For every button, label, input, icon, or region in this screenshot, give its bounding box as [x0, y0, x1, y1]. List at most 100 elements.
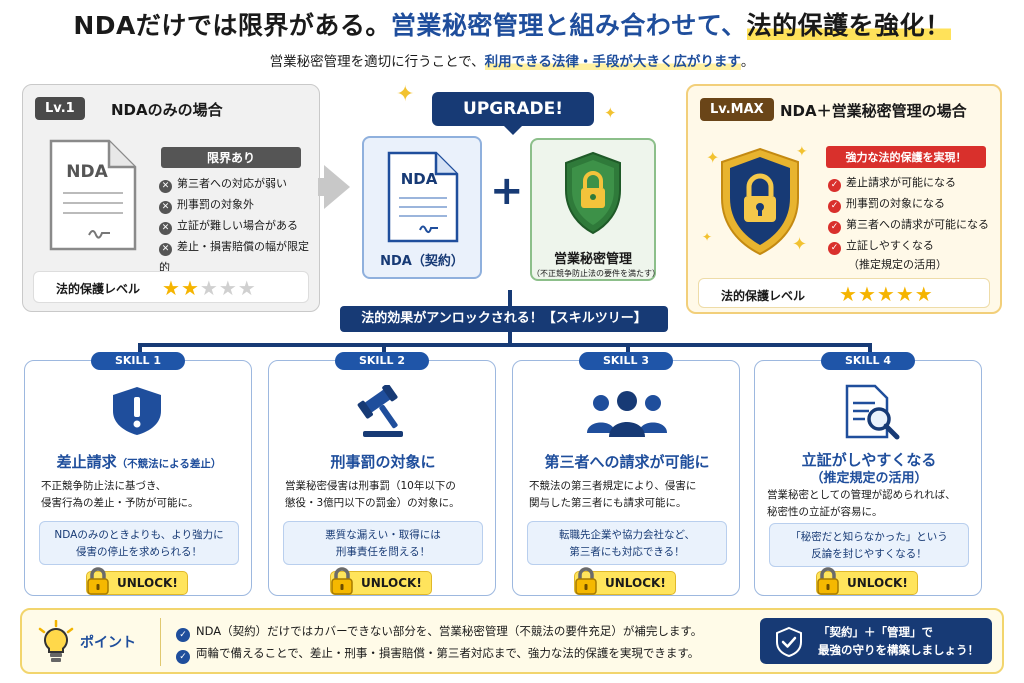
plus-icon: + — [490, 168, 524, 214]
tree-line-spacer — [418, 252, 422, 308]
point-line-1: ✓NDA（契約）だけではカバーできない部分を、営業秘密管理（不競法の要件充足）が… — [176, 623, 702, 642]
title-part2: 営業秘密管理と組み合わせて、 — [390, 11, 747, 40]
limit-tag: 限界あり — [161, 147, 301, 168]
right-arrow-icon — [324, 165, 350, 209]
document-icon: NDA — [387, 151, 459, 243]
cta-line-1: 「契約」＋「管理」で — [818, 625, 933, 639]
list-item: ✓刑事罰の対象になる — [828, 193, 989, 214]
check-icon: ✓ — [828, 221, 841, 234]
padlock-icon — [331, 567, 353, 595]
x-mark-icon: ✕ — [159, 222, 172, 235]
lightbulb-icon — [38, 620, 74, 662]
subtitle-part3: 。 — [740, 54, 755, 70]
lv1-doc-label: NDA — [66, 162, 108, 182]
padlock-icon — [575, 567, 597, 595]
skill-body: 不競法の第三者規定により、侵害に 関与した第三者にも請求可能に。 — [529, 480, 697, 509]
skill-body: 営業秘密侵害は刑事罰（10年以下の 懲役・3億円以下の罰金）の対象に。 — [285, 480, 460, 509]
skill-highlight-box: 転職先企業や協力会社など、 第三者にも対応できる！ — [527, 521, 727, 565]
lv1-tag: Lv.1 — [35, 97, 85, 120]
tree-line — [138, 343, 142, 355]
title-part1: NDAだけでは限界がある。 — [73, 11, 391, 40]
skill-title-sub: （推定規定の活用） — [810, 471, 928, 486]
skill-tag-2: SKILL 2 — [335, 352, 429, 370]
list-item: ✕第三者への対応が弱い — [159, 173, 319, 194]
tree-line — [626, 343, 630, 355]
lvmax-level-box: 法的保護レベル ★★★★★ — [698, 278, 990, 308]
sparkle-icon: ✦ — [792, 234, 808, 255]
upgrade-banner-tail — [503, 125, 523, 135]
lvmax-level-label: 法的保護レベル — [721, 289, 806, 303]
lvmax-star-rating: ★★★★★ — [839, 282, 934, 306]
skill-tag-3: SKILL 3 — [579, 352, 673, 370]
x-mark-icon: ✕ — [159, 201, 172, 214]
lvmax-title: NDA＋営業秘密管理の場合 — [780, 102, 967, 120]
list-item: ✓差止請求が可能になる — [828, 172, 989, 193]
skill-title: 立証がしやすくなる — [801, 451, 937, 469]
tree-line — [868, 343, 872, 355]
star-filled-icon: ★ — [914, 282, 934, 306]
page-title: NDAだけでは限界がある。営業秘密管理と組み合わせて、法的保護を強化！ — [0, 6, 1024, 42]
cta-line-2: 最強の守りを構築しましょう！ — [818, 643, 979, 657]
title-part3: 法的保護を強化！ — [746, 11, 951, 40]
point-label: ポイント — [80, 635, 136, 651]
star-filled-icon: ★ — [180, 276, 200, 300]
shield-check-icon — [776, 626, 802, 658]
lvmax-panel: Lv.MAX NDA＋営業秘密管理の場合 ✦ ✦ ✦ ✦ 強力な法的保護を実現！… — [686, 84, 1002, 314]
skill-tag-1: SKILL 1 — [91, 352, 185, 370]
sparkle-icon: ✦ — [796, 144, 808, 160]
document-icon: NDA — [49, 139, 137, 251]
tree-line — [508, 331, 512, 345]
lv1-level-box: 法的保護レベル ★★★★★ — [33, 271, 309, 303]
page-subtitle: 営業秘密管理を適切に行うことで、利用できる法律・手段が大きく広がります。 — [0, 50, 1024, 70]
gavel-icon — [357, 385, 403, 437]
skill-tree-banner: 法的効果がアンロックされる！【スキルツリー】 — [340, 306, 668, 332]
skill-title: 第三者への請求が可能に — [544, 453, 710, 471]
divider — [160, 618, 161, 666]
lv1-star-rating: ★★★★★ — [162, 276, 257, 300]
skill-card-3: 第三者への請求が可能に 不競法の第三者規定により、侵害に 関与した第三者にも請求… — [512, 360, 740, 596]
check-icon: ✓ — [828, 242, 841, 255]
check-icon: ✓ — [828, 200, 841, 213]
tree-line — [508, 290, 512, 308]
list-item: ✕立証が難しい場合がある — [159, 215, 319, 236]
shield-lock-icon — [565, 151, 621, 235]
padlock-icon — [817, 567, 839, 595]
warning-shield-icon — [113, 387, 161, 435]
skill-tag-4: SKILL 4 — [821, 352, 915, 370]
check-icon: ✓ — [176, 650, 190, 664]
skill-title-small: （不競法による差止） — [116, 458, 222, 470]
star-filled-icon: ★ — [839, 282, 858, 306]
skill-body: 営業秘密としての管理が認められれば、 秘密性の立証が容易に。 — [767, 489, 956, 518]
lv1-level-label: 法的保護レベル — [56, 282, 141, 296]
skill-card-1: 差止請求（不競法による差止） 不正競争防止法に基づき、 侵害行為の差止・予防が可… — [24, 360, 252, 596]
skill-highlight-box: 悪質な漏えい・取得には 刑事責任を問える！ — [283, 521, 483, 565]
arrow-body — [318, 178, 328, 196]
trade-secret-label: 営業秘密管理 — [553, 252, 632, 267]
skill-title: 刑事罰の対象に — [330, 453, 436, 471]
lv1-limit-list: ✕第三者への対応が弱い ✕刑事罰の対象外 ✕立証が難しい場合がある ✕差止・損害… — [159, 173, 319, 278]
nda-card-label: NDA（契約） — [380, 254, 464, 269]
lvmax-benefit-list: ✓差止請求が可能になる ✓刑事罰の対象になる ✓第三者への請求が可能になる ✓立… — [828, 172, 989, 256]
strong-protection-tag: 強力な法的保護を実現！ — [826, 146, 986, 168]
upgrade-banner: UPGRADE! — [432, 92, 594, 126]
star-filled-icon: ★ — [857, 282, 877, 306]
skill-body: 不正競争防止法に基づき、 侵害行為の差止・予防が可能に。 — [41, 480, 199, 509]
skill-card-2: 刑事罰の対象に 営業秘密侵害は刑事罰（10年以下の 懲役・3億円以下の罰金）の対… — [268, 360, 496, 596]
lv1-panel: Lv.1 NDAのみの場合 NDA 限界あり ✕第三者への対応が弱い ✕刑事罰の… — [22, 84, 320, 312]
skill-highlight-box: NDAのみのときよりも、より強力に 侵害の停止を求められる！ — [39, 521, 239, 565]
skill-title: 差止請求（不競法による差止） — [56, 453, 222, 471]
trade-secret-sub: （不正競争防止法の要件を満たす） — [532, 269, 660, 278]
people-group-icon — [587, 391, 667, 437]
star-filled-icon: ★ — [895, 282, 915, 306]
nda-contract-card: NDA NDA（契約） — [362, 136, 482, 279]
star-empty-icon: ★ — [237, 276, 257, 300]
lvmax-tag: Lv.MAX — [700, 98, 774, 121]
lvmax-note: （推定規定の活用） — [848, 258, 947, 271]
check-icon: ✓ — [176, 628, 190, 642]
point-bar: ポイント ✓NDA（契約）だけではカバーできない部分を、営業秘密管理（不競法の要… — [20, 608, 1004, 674]
skill-card-4: 立証がしやすくなる （推定規定の活用） 営業秘密としての管理が認められれば、 秘… — [754, 360, 982, 596]
list-item: ✓立証しやすくなる — [828, 235, 989, 256]
sparkle-icon: ✦ — [396, 82, 415, 107]
check-icon: ✓ — [828, 179, 841, 192]
subtitle-part2: 利用できる法律・手段が大きく広がります — [484, 54, 741, 70]
